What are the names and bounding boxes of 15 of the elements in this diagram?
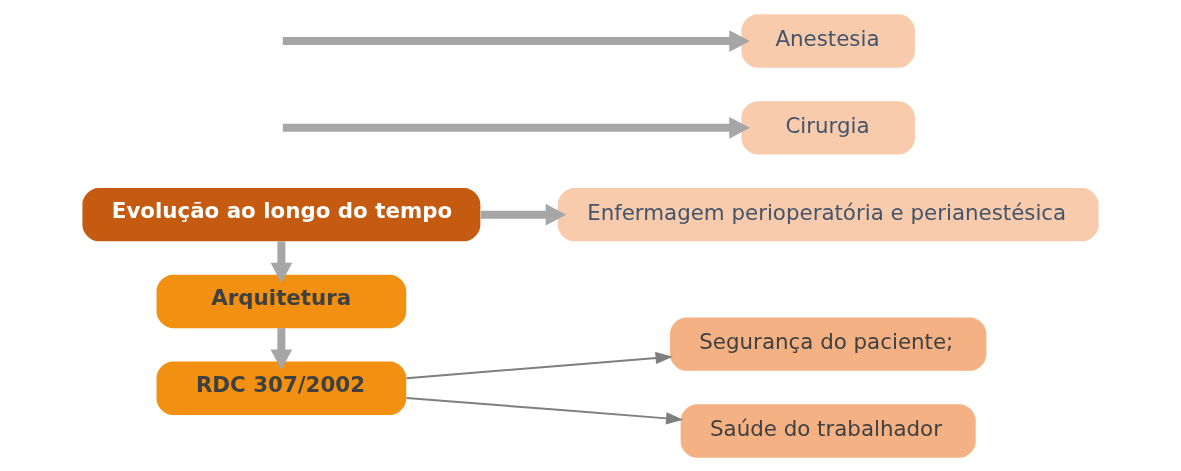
arrow [270,327,293,370]
node-box: Enfermagem perioperatória e perianestésica [557,187,1099,241]
node-box: Arquitetura [156,274,407,328]
arrow [405,351,673,379]
arrow [480,203,567,225]
node-box: Evolução ao longo do tempo [82,187,481,241]
arrow [270,240,293,283]
node-box: Segurança do paciente; [669,316,987,371]
arrow [282,116,750,139]
node-box: Saúde do trabalhador [680,403,976,458]
arrow [405,396,684,424]
arrow [282,29,750,52]
node-box: RDC 307/2002 [156,361,407,415]
node-box: Cirurgia [741,100,915,155]
node-box: Anestesia [741,13,915,68]
